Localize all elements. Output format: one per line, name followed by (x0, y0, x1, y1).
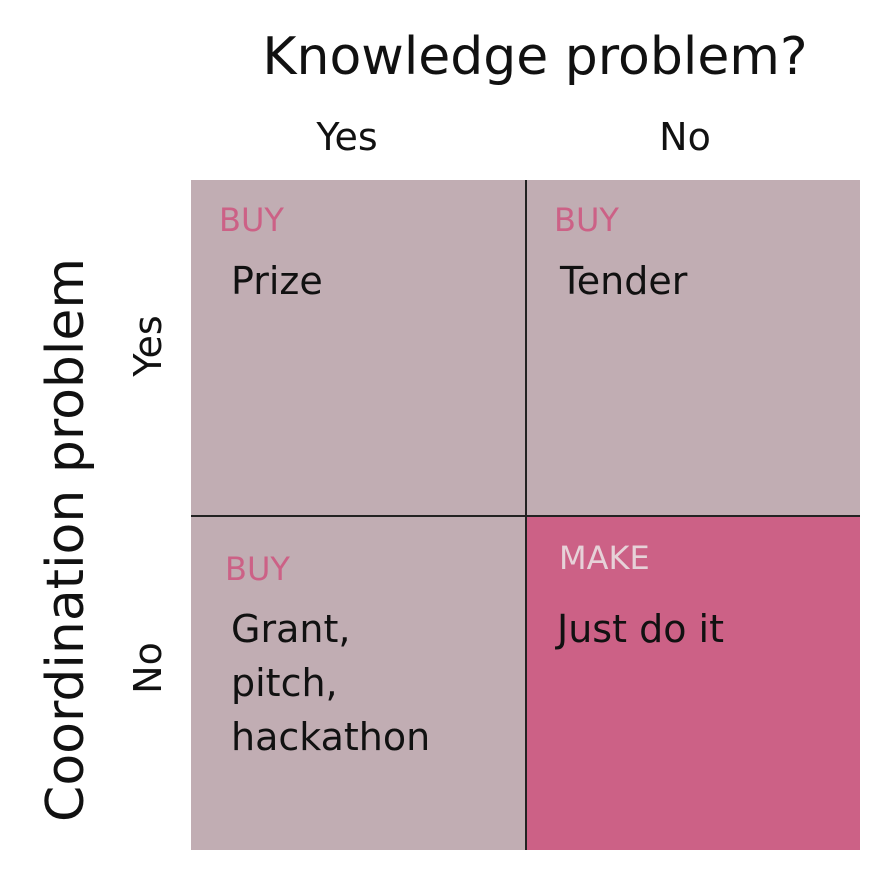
cell-coordination-yes-knowledge-yes: BUY Prize (191, 180, 525, 515)
cell-label-line: Tender (560, 259, 688, 303)
cell-coordination-no-knowledge-no: MAKE Just do it (526, 516, 860, 850)
decision-matrix: BUY Prize BUY Tender BUY Grant, pitch, h… (191, 180, 860, 850)
row-label-yes: Yes (126, 315, 170, 377)
cell-coordination-no-knowledge-yes: BUY Grant, pitch, hackathon (191, 516, 525, 850)
cell-coordination-yes-knowledge-no: BUY Tender (526, 180, 860, 515)
cell-label-line: Prize (231, 259, 323, 303)
cell-label-line: Grant, (231, 607, 351, 651)
column-label-yes: Yes (316, 115, 378, 159)
cell-tag: MAKE (559, 539, 650, 577)
horizontal-divider (191, 515, 860, 517)
row-label-no: No (126, 642, 170, 694)
cell-label: Just do it (557, 602, 724, 656)
column-label-no: No (659, 115, 711, 159)
column-axis-title: Knowledge problem? (262, 27, 808, 87)
cell-tag: BUY (225, 550, 290, 588)
cell-label-line: hackathon (231, 715, 431, 759)
cell-label: Prize (231, 254, 323, 308)
row-axis-title: Coordination problem (36, 258, 96, 822)
cell-label-line: Just do it (557, 607, 724, 651)
cell-label-line: pitch, (231, 661, 338, 705)
cell-tag: BUY (554, 201, 619, 239)
cell-label: Tender (560, 254, 687, 308)
cell-tag: BUY (219, 201, 284, 239)
cell-label: Grant, pitch, hackathon (231, 602, 430, 764)
